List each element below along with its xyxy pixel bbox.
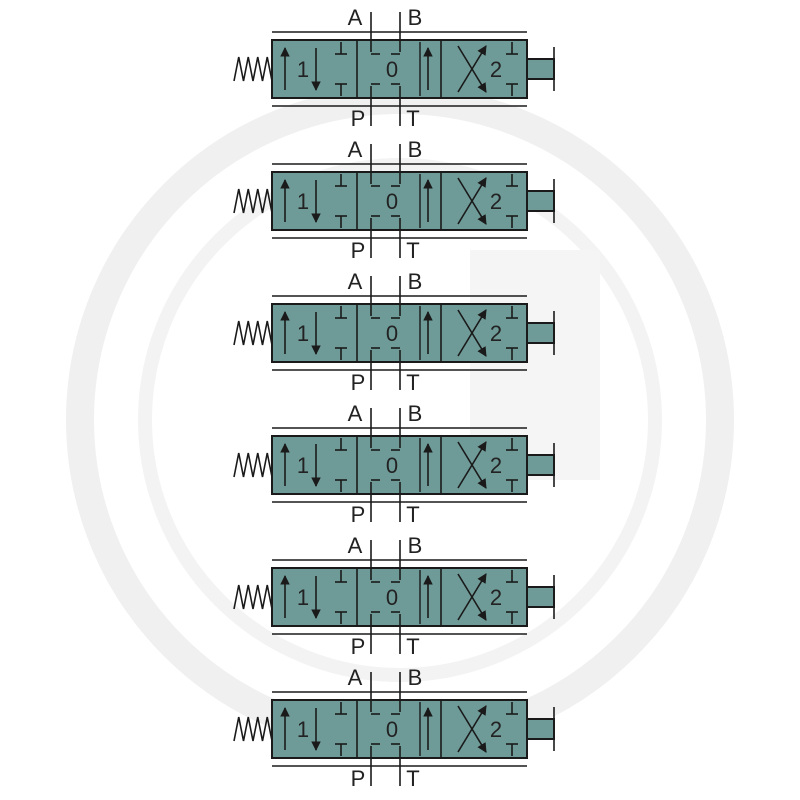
spring-icon — [233, 320, 273, 346]
actuator-stem — [526, 586, 555, 608]
port-label-b: B — [408, 533, 423, 558]
port-label-b: B — [408, 401, 423, 426]
port-label-t: T — [406, 106, 419, 131]
position-label-2: 2 — [490, 189, 502, 214]
position-label-1: 1 — [297, 57, 309, 82]
port-label-a: A — [348, 533, 363, 558]
position-label-2: 2 — [490, 57, 502, 82]
actuator-stem — [526, 190, 555, 212]
port-label-t: T — [406, 766, 419, 791]
valve-symbol: A B P T 1 0 2 — [233, 665, 555, 791]
position-label-2: 2 — [490, 321, 502, 346]
position-label-0: 0 — [386, 453, 398, 478]
flow-arrow — [457, 309, 487, 357]
position-label-1: 1 — [297, 453, 309, 478]
port-label-a: A — [348, 401, 363, 426]
spring-icon — [233, 56, 273, 82]
position-label-1: 1 — [297, 717, 309, 742]
flow-arrow — [457, 45, 487, 93]
port-label-p: P — [351, 766, 366, 791]
position-label-1: 1 — [297, 321, 309, 346]
flow-arrow — [457, 573, 487, 621]
spring-icon — [233, 188, 273, 214]
port-label-b: B — [408, 269, 423, 294]
position-label-2: 2 — [490, 585, 502, 610]
valve-symbol: A B P T 1 0 2 — [233, 269, 555, 395]
port-label-t: T — [406, 502, 419, 527]
position-label-0: 0 — [386, 585, 398, 610]
actuator-stem — [526, 718, 555, 740]
flow-arrow — [457, 705, 487, 753]
position-label-1: 1 — [297, 585, 309, 610]
port-label-t: T — [406, 634, 419, 659]
position-label-0: 0 — [386, 717, 398, 742]
position-label-2: 2 — [490, 717, 502, 742]
port-label-p: P — [351, 106, 366, 131]
valve-symbol: A B P T 1 0 2 — [233, 137, 555, 263]
actuator-stem — [526, 58, 555, 80]
actuator-stem — [526, 454, 555, 476]
position-label-0: 0 — [386, 189, 398, 214]
flow-arrow — [457, 177, 487, 225]
position-label-0: 0 — [386, 57, 398, 82]
port-label-p: P — [351, 634, 366, 659]
port-label-t: T — [406, 238, 419, 263]
port-label-p: P — [351, 238, 366, 263]
spring-icon — [233, 716, 273, 742]
actuator-stem — [526, 322, 555, 344]
port-label-b: B — [408, 5, 423, 30]
valve-symbol: A B P T 1 0 2 — [233, 5, 555, 131]
spring-icon — [233, 584, 273, 610]
port-label-a: A — [348, 269, 363, 294]
valve-symbol: A B P T 1 0 2 — [233, 533, 555, 659]
flow-arrow — [457, 441, 487, 489]
port-label-a: A — [348, 137, 363, 162]
spring-icon — [233, 452, 273, 478]
port-label-b: B — [408, 665, 423, 690]
port-label-p: P — [351, 502, 366, 527]
position-label-2: 2 — [490, 453, 502, 478]
position-label-0: 0 — [386, 321, 398, 346]
port-label-p: P — [351, 370, 366, 395]
valve-symbol: A B P T 1 0 2 — [233, 401, 555, 527]
port-label-t: T — [406, 370, 419, 395]
position-label-1: 1 — [297, 189, 309, 214]
port-label-a: A — [348, 5, 363, 30]
port-label-a: A — [348, 665, 363, 690]
port-label-b: B — [408, 137, 423, 162]
